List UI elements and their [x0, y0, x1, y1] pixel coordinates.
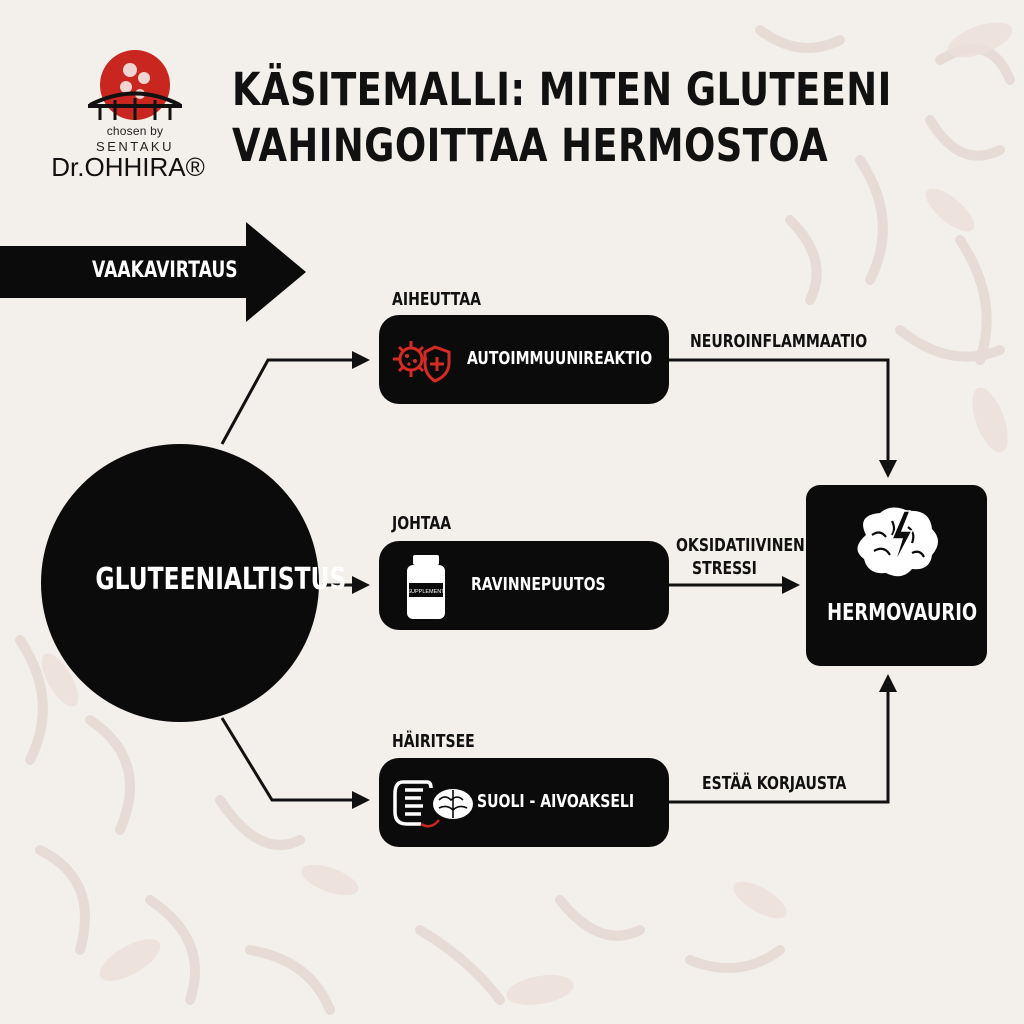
logo-chosen-by: chosen by	[106, 124, 164, 138]
edge-autoimmune-to-outcome	[669, 358, 897, 478]
logo-sentaku: SENTAKU	[96, 139, 174, 154]
page-title: KÄSITEMALLI: MITEN GLUTEENI VAHINGOITTAA…	[232, 62, 892, 174]
autoimmune-label: AUTOIMMUUNIREAKTIO	[467, 348, 653, 369]
gut-brain-icon	[393, 780, 473, 828]
supplement-bottle-icon: SUPPLEMENT	[407, 555, 445, 619]
verb-johtaa: JOHTAA	[392, 513, 452, 534]
node-autoimmune: AUTOIMMUUNIREAKTIO	[379, 315, 669, 404]
nutrient-label: RAVINNEPUUTOS	[471, 574, 606, 595]
edge-gut-brain-to-outcome	[669, 674, 897, 804]
brain-lightning-icon	[857, 507, 938, 577]
center-node-label: GLUTEENIALTISTUS	[95, 562, 347, 597]
bottle-label: SUPPLEMENT	[407, 589, 445, 595]
gut-brain-label: SUOLI - AIVOAKSELI	[477, 791, 635, 812]
logo-brand: Dr.OHHIRA®	[51, 152, 205, 182]
node-nutrient-deficiency: SUPPLEMENT RAVINNEPUUTOS	[379, 541, 669, 630]
virus-shield-icon	[393, 341, 451, 383]
edge-label-prevents-repair: ESTÄÄ KORJAUSTA	[702, 773, 847, 794]
banner-arrow	[0, 222, 306, 322]
node-nerve-damage: HERMOVAURIO	[806, 485, 987, 666]
title-line-2: VAHINGOITTAA HERMOSTOA	[232, 119, 829, 172]
edge-label-oxidative-2: STRESSI	[692, 558, 757, 579]
edge-to-gut-brain	[220, 717, 370, 809]
banner-label: VAAKAVIRTAUS	[92, 258, 238, 283]
node-gut-brain-axis: SUOLI - AIVOAKSELI	[379, 758, 669, 847]
edge-to-autoimmune	[220, 351, 370, 445]
brand-logo	[88, 50, 182, 120]
edge-label-oxidative-1: OKSIDATIIVINEN	[676, 535, 805, 556]
center-node-shape	[41, 444, 319, 722]
edge-label-neuroinflammation: NEUROINFLAMMAATIO	[690, 331, 868, 352]
nerve-damage-label: HERMOVAURIO	[827, 600, 978, 626]
verb-aiheuttaa: AIHEUTTAA	[392, 289, 481, 310]
verb-hairitsee: HÄIRITSEE	[392, 731, 475, 752]
title-line-1: KÄSITEMALLI: MITEN GLUTEENI	[232, 63, 892, 116]
